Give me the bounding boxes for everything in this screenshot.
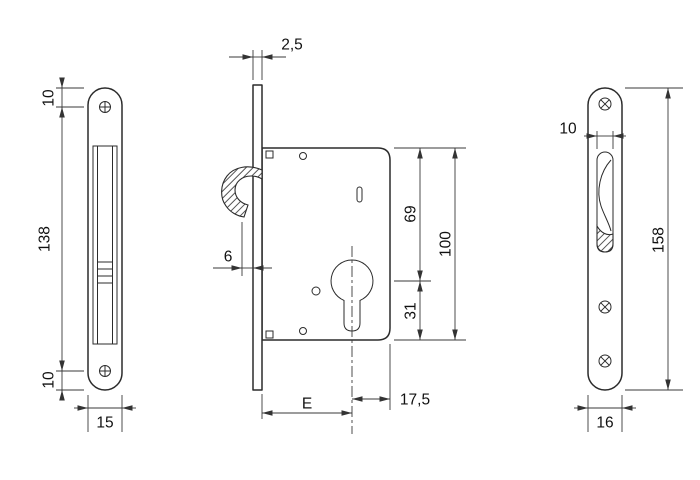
dim-side-plate-width: 16 (596, 415, 613, 432)
side-screw-hole-top-icon (598, 97, 612, 111)
dim-backset: E (302, 396, 312, 413)
front-plate-view (87, 87, 123, 391)
dim-top-to-cylinder-center: 69 (403, 205, 420, 222)
screw-hole-top-icon (99, 101, 111, 113)
side-plate-dimensions: 10 158 16 (559, 87, 683, 432)
lock-case-outline (261, 147, 391, 341)
dim-front-bottom-offset: 10 (41, 371, 58, 389)
lock-section-dimensions: 2,5 6 69 31 100 E 17,5 (213, 37, 466, 419)
hook-bolt (221, 166, 263, 218)
front-plate-dimension-lines (56, 77, 136, 432)
dim-front-hole-spacing: 138 (37, 226, 54, 252)
screw-hole-bottom-icon (99, 365, 111, 377)
side-screw-hole-middle-icon (598, 300, 612, 314)
dim-case-height: 100 (438, 231, 455, 257)
dim-center-to-back-edge: 17,5 (400, 392, 430, 409)
side-plate-view (587, 87, 623, 391)
front-plate-cutout (92, 145, 118, 345)
front-plate-outline (87, 87, 123, 391)
dim-hook-protrusion: 6 (224, 249, 233, 266)
side-plate-dimension-lines (574, 87, 683, 432)
case-fixing-holes (265, 150, 363, 339)
front-plate-dimensions: 10 138 10 15 (37, 77, 136, 432)
dim-slot-width: 10 (559, 121, 577, 138)
hook-edge-curve (598, 159, 612, 232)
dim-faceplate-thickness: 2,5 (281, 37, 303, 54)
lock-section-view (221, 84, 391, 434)
dim-side-plate-height: 158 (651, 227, 668, 253)
dim-front-width: 15 (96, 415, 113, 432)
lock-section-dimension-lines (213, 50, 466, 419)
dim-front-top-offset: 10 (41, 89, 58, 107)
faceplate-strip (252, 84, 263, 391)
hook-section-hatch (596, 223, 614, 253)
dim-cylinder-center-to-bottom: 31 (403, 302, 420, 319)
side-screw-hole-bottom-icon (598, 354, 612, 368)
